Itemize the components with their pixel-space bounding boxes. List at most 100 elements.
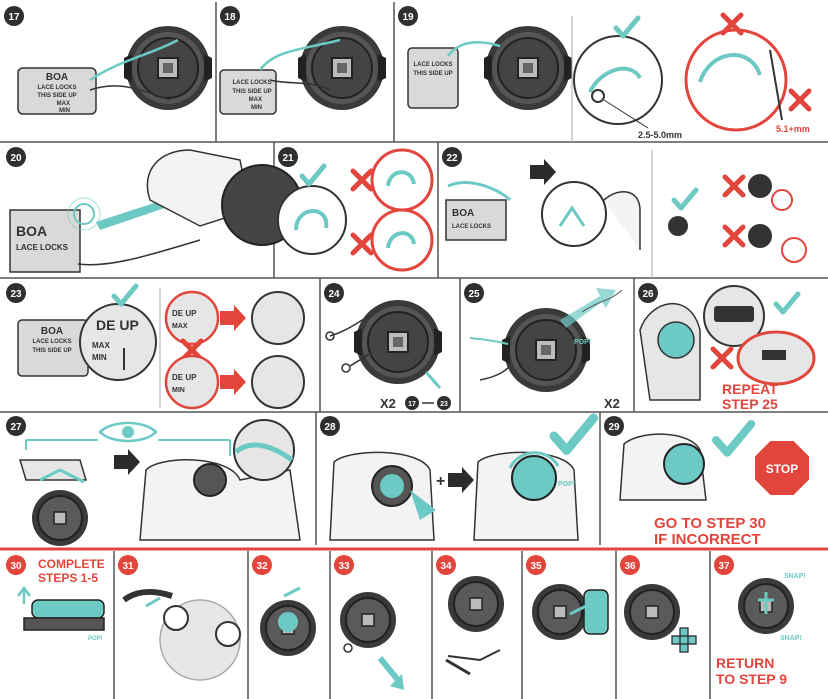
panel-step-29: STOP GO TO STEP 30 IF INCORRECT <box>620 424 810 548</box>
cross-icon <box>353 235 371 253</box>
panel-step-34 <box>446 576 504 674</box>
panel-step-20: BOA LACE LOCKS <box>10 150 302 272</box>
svg-text:THIS SIDE UP: THIS SIDE UP <box>37 93 76 99</box>
svg-text:LACE LOCKS: LACE LOCKS <box>33 339 72 345</box>
boa-dial-icon <box>354 300 442 384</box>
svg-text:DE UP: DE UP <box>172 373 197 382</box>
svg-text:LACE LOCKS: LACE LOCKS <box>414 62 453 68</box>
arrow-right-icon <box>114 449 140 475</box>
boa-dial-icon <box>624 584 680 640</box>
svg-text:DE UP: DE UP <box>96 317 139 333</box>
svg-text:TO STEP 9: TO STEP 9 <box>716 671 787 687</box>
lace-lock-tag <box>10 210 80 272</box>
svg-text:MIN: MIN <box>251 105 262 111</box>
step-badge-24: 24 <box>324 283 344 303</box>
step-badge-36: 36 <box>620 555 640 575</box>
check-icon <box>302 166 324 184</box>
step-badge-37: 37 <box>714 555 734 575</box>
svg-text:STEPS 1-5: STEPS 1-5 <box>38 571 98 585</box>
step-badge-34: 34 <box>436 555 456 575</box>
step-badge-33: 33 <box>334 555 354 575</box>
lace-lock-tag <box>446 200 506 240</box>
cross-icon <box>725 227 743 245</box>
svg-text:GO TO STEP 30: GO TO STEP 30 <box>654 515 766 532</box>
svg-text:17: 17 <box>408 401 416 408</box>
svg-text:X2: X2 <box>604 396 620 411</box>
svg-text:STOP: STOP <box>766 462 798 476</box>
panel-step-31 <box>124 592 240 680</box>
svg-text:34: 34 <box>440 561 452 572</box>
step-badge-22: 22 <box>442 147 462 167</box>
svg-text:33: 33 <box>338 561 350 572</box>
svg-text:THIS SIDE UP: THIS SIDE UP <box>413 71 452 77</box>
check-icon <box>674 190 696 208</box>
svg-text:31: 31 <box>122 561 134 572</box>
svg-text:SNAP!: SNAP! <box>780 635 802 642</box>
svg-text:30: 30 <box>10 561 22 572</box>
step-badge-21: 21 <box>278 147 298 167</box>
svg-text:MIN: MIN <box>172 387 185 394</box>
svg-text:LACE LOCKS: LACE LOCKS <box>38 85 77 91</box>
arrow-right-icon <box>448 467 474 493</box>
boa-dial-icon <box>124 26 212 110</box>
svg-text:MIN: MIN <box>59 108 70 114</box>
boa-dial-icon <box>502 308 590 392</box>
step-badge-18: 18 <box>220 6 240 26</box>
svg-text:MIN: MIN <box>92 353 107 362</box>
check-icon <box>716 424 751 453</box>
arrow-right-icon <box>530 159 556 185</box>
svg-text:BOA: BOA <box>46 72 68 83</box>
panel-step-32 <box>260 588 316 656</box>
svg-text:25: 25 <box>468 289 480 300</box>
svg-text:THIS SIDE UP: THIS SIDE UP <box>232 89 271 95</box>
panel-step-37: SNAP! SNAP! RETURN TO STEP 9 <box>716 573 806 687</box>
arrow-right-icon <box>220 369 246 395</box>
svg-text:36: 36 <box>624 561 636 572</box>
lace-lock-tag: LACE LOCKS THIS SIDE UP <box>408 48 458 108</box>
panel-step-35 <box>532 584 608 640</box>
svg-text:20: 20 <box>10 153 22 164</box>
step-badge-29: 29 <box>604 416 624 436</box>
boa-dial-icon <box>484 26 572 110</box>
lace-lock-tag: BOA LACE LOCKS THIS SIDE UP MAX MIN <box>18 68 96 114</box>
step-badge-27: 27 <box>6 416 26 436</box>
boa-dial-icon <box>340 592 396 648</box>
check-icon <box>776 294 798 312</box>
svg-text:2.5-5.0mm: 2.5-5.0mm <box>638 130 682 140</box>
spool-part <box>672 628 696 652</box>
incorrect-loop-detail <box>372 210 432 270</box>
boa-dial-icon <box>448 576 504 632</box>
svg-text:32: 32 <box>256 561 268 572</box>
step-badge-35: 35 <box>526 555 546 575</box>
eye-icon <box>100 423 156 441</box>
svg-text:LACE LOCKS: LACE LOCKS <box>233 80 272 86</box>
svg-text:REPEAT: REPEAT <box>722 381 778 397</box>
panel-step-36 <box>624 584 696 652</box>
panel-step-23: BOA LACE LOCKS THIS SIDE UP DE UP MAX MI… <box>18 286 304 408</box>
svg-text:MAX: MAX <box>92 341 110 350</box>
boa-dial-icon <box>532 584 588 640</box>
svg-text:21: 21 <box>282 153 294 164</box>
cross-icon <box>791 91 809 109</box>
svg-text:+: + <box>436 473 445 490</box>
cross-icon <box>353 171 371 189</box>
correct-gap-detail: 2.5-5.0mm <box>574 18 682 140</box>
check-icon <box>616 18 638 36</box>
panel-step-19: LACE LOCKS THIS SIDE UP 2.5-5.0mm 5.1+mm <box>408 15 810 142</box>
incorrect-gap-detail: 5.1+mm <box>686 15 810 134</box>
step-badge-28: 28 <box>320 416 340 436</box>
svg-text:37: 37 <box>718 561 730 572</box>
svg-text:LACE LOCKS: LACE LOCKS <box>452 224 491 230</box>
svg-text:17: 17 <box>8 12 20 23</box>
panel-step-18: LACE LOCKS THIS SIDE UP MAX MIN <box>220 26 386 114</box>
svg-text:23: 23 <box>440 401 448 408</box>
correct-loop-detail <box>278 186 346 254</box>
panel-step-21 <box>278 150 432 270</box>
svg-text:LACE LOCKS: LACE LOCKS <box>16 243 69 252</box>
svg-text:SNAP!: SNAP! <box>784 573 806 580</box>
panel-step-33 <box>340 592 404 690</box>
svg-text:THIS SIDE UP: THIS SIDE UP <box>32 348 71 354</box>
boa-dial-icon <box>32 600 104 618</box>
lace-lock-tag: LACE LOCKS THIS SIDE UP MAX MIN <box>220 70 276 114</box>
check-icon <box>114 286 136 304</box>
